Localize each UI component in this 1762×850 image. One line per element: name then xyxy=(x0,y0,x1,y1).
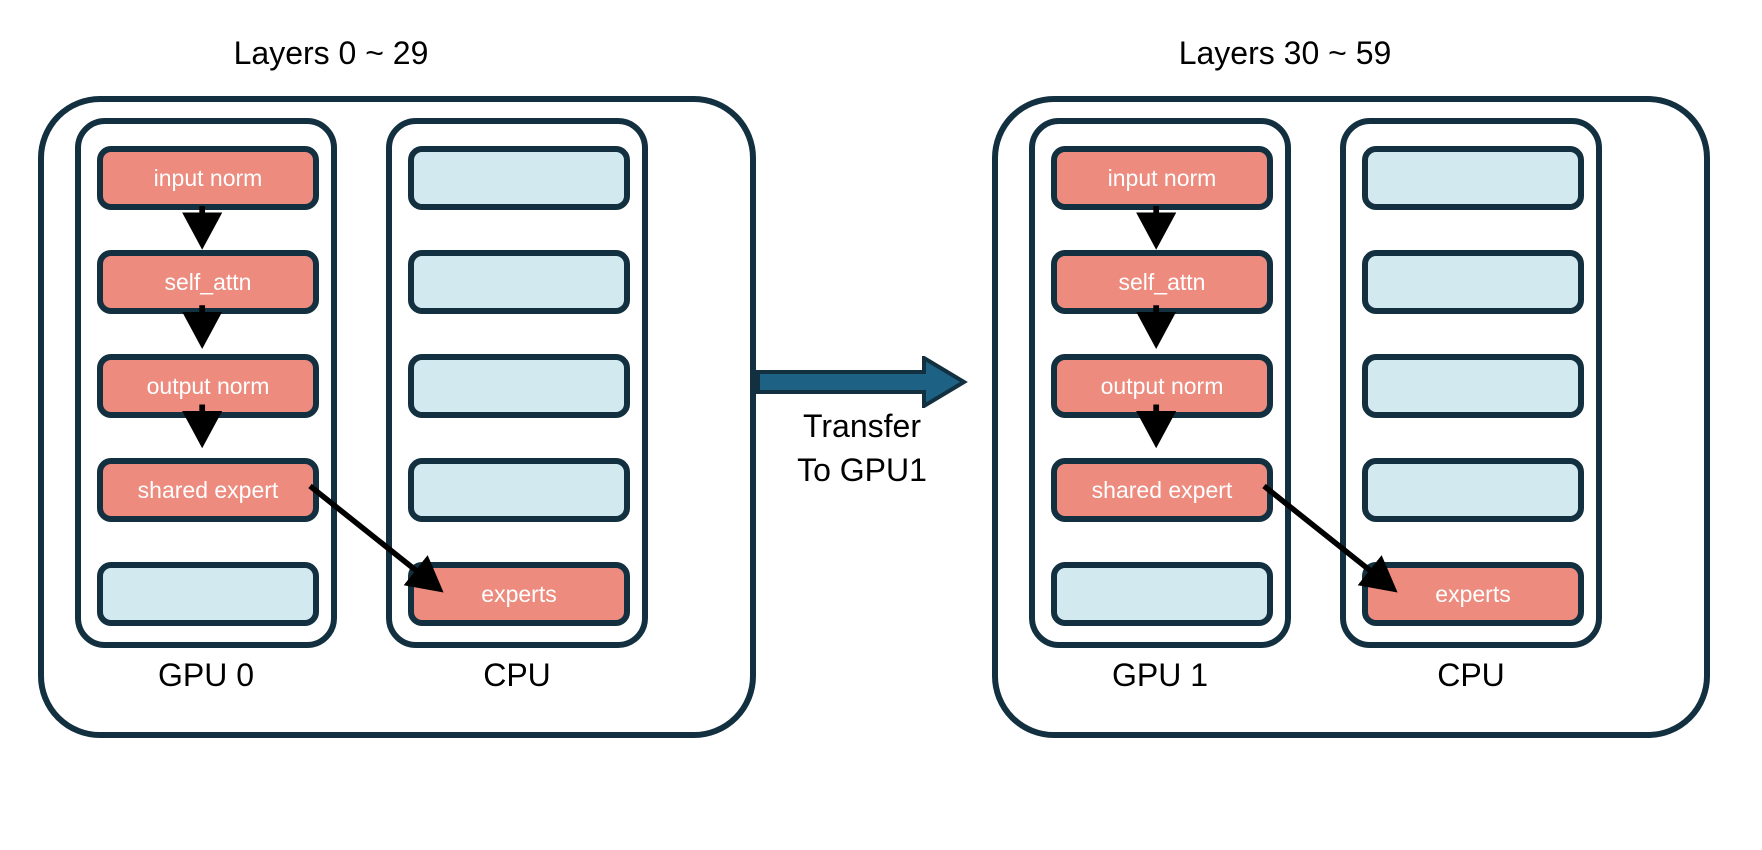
cpu-unit-slot-2[interactable] xyxy=(408,250,630,314)
cpu-label-left: CPU xyxy=(483,657,551,693)
gpu-column-right: input norm self_attn output norm shared … xyxy=(1029,118,1291,648)
cpu-label-right: CPU xyxy=(1437,657,1505,693)
gpu-unit-shared-expert[interactable]: shared expert xyxy=(1051,458,1273,522)
gpu-label-left: GPU 0 xyxy=(157,657,255,693)
cpu-unit-slot-3[interactable] xyxy=(1362,354,1584,418)
cpu-column-right: experts xyxy=(1340,118,1602,648)
layer-group-left: Layers 0 ~ 29 input norm self_attn outpu… xyxy=(38,35,756,738)
gpu-unit-self-attn[interactable]: self_attn xyxy=(97,250,319,314)
cpu-column-left: experts xyxy=(386,118,648,648)
transfer-caption-line1: Transfer xyxy=(803,408,921,444)
transfer-arrow-icon xyxy=(756,356,968,408)
gpu-column-left: input norm self_attn output norm shared … xyxy=(75,118,337,648)
gpu-unit-output-norm[interactable]: output norm xyxy=(97,354,319,418)
gpu-label-right: GPU 1 xyxy=(1111,657,1209,693)
group-title-left: Layers 0 ~ 29 xyxy=(233,35,429,71)
cpu-unit-slot-1[interactable] xyxy=(408,146,630,210)
gpu-unit-input-norm[interactable]: input norm xyxy=(1051,146,1273,210)
transfer-caption: Transfer To GPU1 xyxy=(740,404,984,492)
layer-group-right: Layers 30 ~ 59 input norm self_attn outp… xyxy=(992,35,1710,738)
cpu-unit-experts[interactable]: experts xyxy=(408,562,630,626)
cpu-unit-slot-1[interactable] xyxy=(1362,146,1584,210)
gpu-unit-output-norm[interactable]: output norm xyxy=(1051,354,1273,418)
cpu-unit-slot-3[interactable] xyxy=(408,354,630,418)
cpu-unit-slot-4[interactable] xyxy=(1362,458,1584,522)
gpu-unit-input-norm[interactable]: input norm xyxy=(97,146,319,210)
cpu-unit-slot-2[interactable] xyxy=(1362,250,1584,314)
gpu-unit-self-attn[interactable]: self_attn xyxy=(1051,250,1273,314)
transfer-caption-line2: To GPU1 xyxy=(797,452,927,488)
gpu-unit-empty-slot[interactable] xyxy=(1051,562,1273,626)
group-title-right: Layers 30 ~ 59 xyxy=(1178,35,1392,71)
gpu-unit-empty-slot[interactable] xyxy=(97,562,319,626)
cpu-unit-slot-4[interactable] xyxy=(408,458,630,522)
gpu-unit-shared-expert[interactable]: shared expert xyxy=(97,458,319,522)
cpu-unit-experts[interactable]: experts xyxy=(1362,562,1584,626)
